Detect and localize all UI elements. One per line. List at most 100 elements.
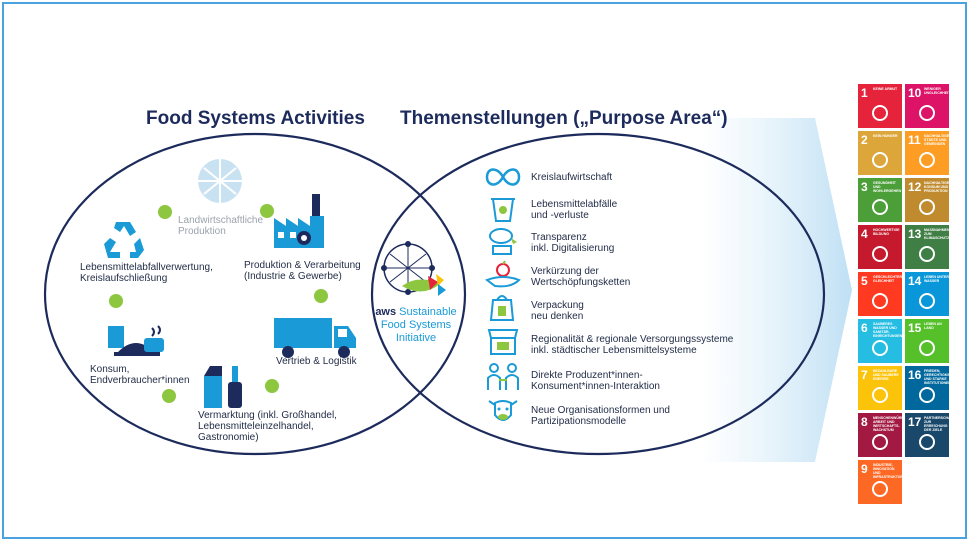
sdg-number: 17 xyxy=(908,415,922,429)
sdg-number: 13 xyxy=(908,227,922,241)
sdg-tile-7: 7 Bezahlbare und saubere Energie xyxy=(858,366,902,410)
sdg-label: Nachhaltige Städte und Gemeinden xyxy=(924,134,949,146)
sdg-number: 11 xyxy=(908,133,921,147)
sdg-tile-3: 3 Gesundheit und Wohlergehen xyxy=(858,178,902,222)
sdg-goal-icon xyxy=(919,199,935,215)
sdg-number: 16 xyxy=(908,368,922,382)
sdg-number: 10 xyxy=(908,86,922,100)
sdg-number: 12 xyxy=(908,180,922,194)
sdg-label: Keine Armut xyxy=(873,87,898,91)
sdg-label: Partnerschaften zur Erreichung der Ziele xyxy=(924,416,949,432)
sdg-number: 6 xyxy=(861,321,868,335)
purpose-item-label: Neue Organisationsformen und Partizipati… xyxy=(531,405,670,427)
label-landwirtschaft: Landwirtschaftliche Produktion xyxy=(178,215,264,237)
tablet-chat-icon xyxy=(489,228,517,255)
milk-bottle-icon xyxy=(204,366,242,408)
sdg-goal-icon xyxy=(872,293,888,309)
factory-icon xyxy=(274,194,324,248)
cycle-dot xyxy=(162,389,176,403)
aws-line1: Sustainable xyxy=(399,306,457,318)
label-konsum: Konsum, Endverbraucher*innen xyxy=(90,364,190,386)
sdg-tile-12: 12Nachhaltige/r Konsum und Produktion xyxy=(905,178,949,222)
sdg-goal-icon xyxy=(919,434,935,450)
sdg-tile-2: 2Kein Hunger xyxy=(858,131,902,175)
purpose-item-label: Transparenz inkl. Digitalisierung xyxy=(531,232,615,254)
sdg-label: Weniger Ungleichheiten xyxy=(924,87,949,95)
sdg-tile-15: 15Leben an Land xyxy=(905,319,949,363)
label-produktion: Produktion & Verarbeitung (Industrie & G… xyxy=(244,260,361,282)
sdg-goal-icon xyxy=(872,105,888,121)
sdg-number: 9 xyxy=(861,462,868,476)
purpose-ellipse xyxy=(370,132,826,456)
cycle-dot xyxy=(158,205,172,219)
flow-arrow-shape xyxy=(700,118,852,462)
sdg-goal-icon xyxy=(919,246,935,262)
sdg-goal-icon xyxy=(872,152,888,168)
purpose-item-label: Direkte Produzent*innen- Konsument*innen… xyxy=(531,370,660,392)
sdg-label: Geschlechter-gleichheit xyxy=(873,275,902,283)
cycle-dot xyxy=(109,294,123,308)
sdg-label: Nachhaltige/r Konsum und Produktion xyxy=(924,181,949,193)
trash-bin-icon xyxy=(491,198,515,222)
sdg-number: 7 xyxy=(861,368,868,382)
sdg-number: 1 xyxy=(861,86,868,100)
sdg-tile-13: 13Massnahmen zum Klimaschutz xyxy=(905,225,949,269)
sdg-tile-11: 11Nachhaltige Städte und Gemeinden xyxy=(905,131,949,175)
truck-icon xyxy=(274,318,356,358)
sdg-goal-icon xyxy=(872,246,888,262)
sdg-label: Bezahlbare und saubere Energie xyxy=(873,369,899,381)
purpose-item-label: Kreislaufwirtschaft xyxy=(531,172,613,183)
cycle-dot xyxy=(314,289,328,303)
aws-brand: aws xyxy=(375,306,397,318)
sdg-tile-16: 16Frieden, Gerechtigkeit und starke Inst… xyxy=(905,366,949,410)
hand-apple-icon xyxy=(485,260,521,288)
market-stall-icon xyxy=(487,329,519,355)
people-exchange-icon xyxy=(487,363,519,390)
sdg-tile-9: 9 Industrie, Innovation und Infrastruktur xyxy=(858,460,902,504)
cycle-dot xyxy=(265,379,279,393)
activities-ellipse xyxy=(43,132,467,456)
sdg-tile-17: 17Partnerschaften zur Erreichung der Zie… xyxy=(905,413,949,457)
sdg-goal-icon xyxy=(872,387,888,403)
infinity-icon xyxy=(485,168,521,186)
sdg-label: Menschenwürdige Arbeit und Wirtschafts-w… xyxy=(873,416,902,432)
sdg-number: 3 xyxy=(861,180,868,194)
sdg-goal-icon xyxy=(919,340,935,356)
sdg-goal-icon xyxy=(872,340,888,356)
sdg-goal-icon xyxy=(872,481,888,497)
cow-icon xyxy=(488,400,518,421)
globe-network-icon xyxy=(381,241,446,296)
sdg-goal-icon xyxy=(919,293,935,309)
label-vertrieb: Vertrieb & Logistik xyxy=(276,356,357,367)
sdg-label: Leben unter Wasser xyxy=(924,275,949,283)
field-icon xyxy=(198,159,242,203)
sdg-goal-icon xyxy=(872,434,888,450)
purpose-title: Themenstellungen („Purpose Area“) xyxy=(400,108,728,129)
purpose-item-label: Lebensmittelabfälle und -verluste xyxy=(531,199,618,221)
dining-icon xyxy=(108,325,164,356)
sdg-tile-4: 4Hochwertige Bildung xyxy=(858,225,902,269)
sdg-tile-10: 10Weniger Ungleichheiten xyxy=(905,84,949,128)
shopping-bag-icon xyxy=(489,295,515,321)
purpose-item-label: Verkürzung der Wertschöpfungsketten xyxy=(531,266,631,288)
sdg-tile-14: 14Leben unter Wasser xyxy=(905,272,949,316)
purpose-item-label: Verpackung neu denken xyxy=(531,300,584,322)
sdg-goal-icon xyxy=(919,152,935,168)
sdg-number: 15 xyxy=(908,321,922,335)
label-abfall: Lebensmittelabfallverwertung, Kreislaufs… xyxy=(80,262,213,284)
aws-line3: Initiative xyxy=(395,332,437,344)
sdg-tile-5: 5Geschlechter-gleichheit xyxy=(858,272,902,316)
sdg-label: Frieden, Gerechtigkeit und starke Instit… xyxy=(924,369,949,385)
sdg-number: 8 xyxy=(861,415,868,429)
sdg-tile-8: 8 Menschenwürdige Arbeit und Wirtschafts-… xyxy=(858,413,902,457)
sdg-goal-icon xyxy=(919,105,935,121)
activities-title: Food Systems Activities xyxy=(146,108,365,129)
sdg-tile-1: 1 Keine Armut xyxy=(858,84,902,128)
sdg-label: Gesundheit und Wohlergehen xyxy=(873,181,901,193)
aws-logo-text: aws Sustainable Food Systems Initiative xyxy=(368,306,464,345)
sdg-label: Hochwertige Bildung xyxy=(873,228,900,236)
purpose-item-label: Regionalität & regionale Versorgungssyst… xyxy=(531,334,734,356)
sdg-label: Industrie, Innovation und Infrastruktur xyxy=(873,463,902,479)
sdg-label: Kein Hunger xyxy=(873,134,898,138)
